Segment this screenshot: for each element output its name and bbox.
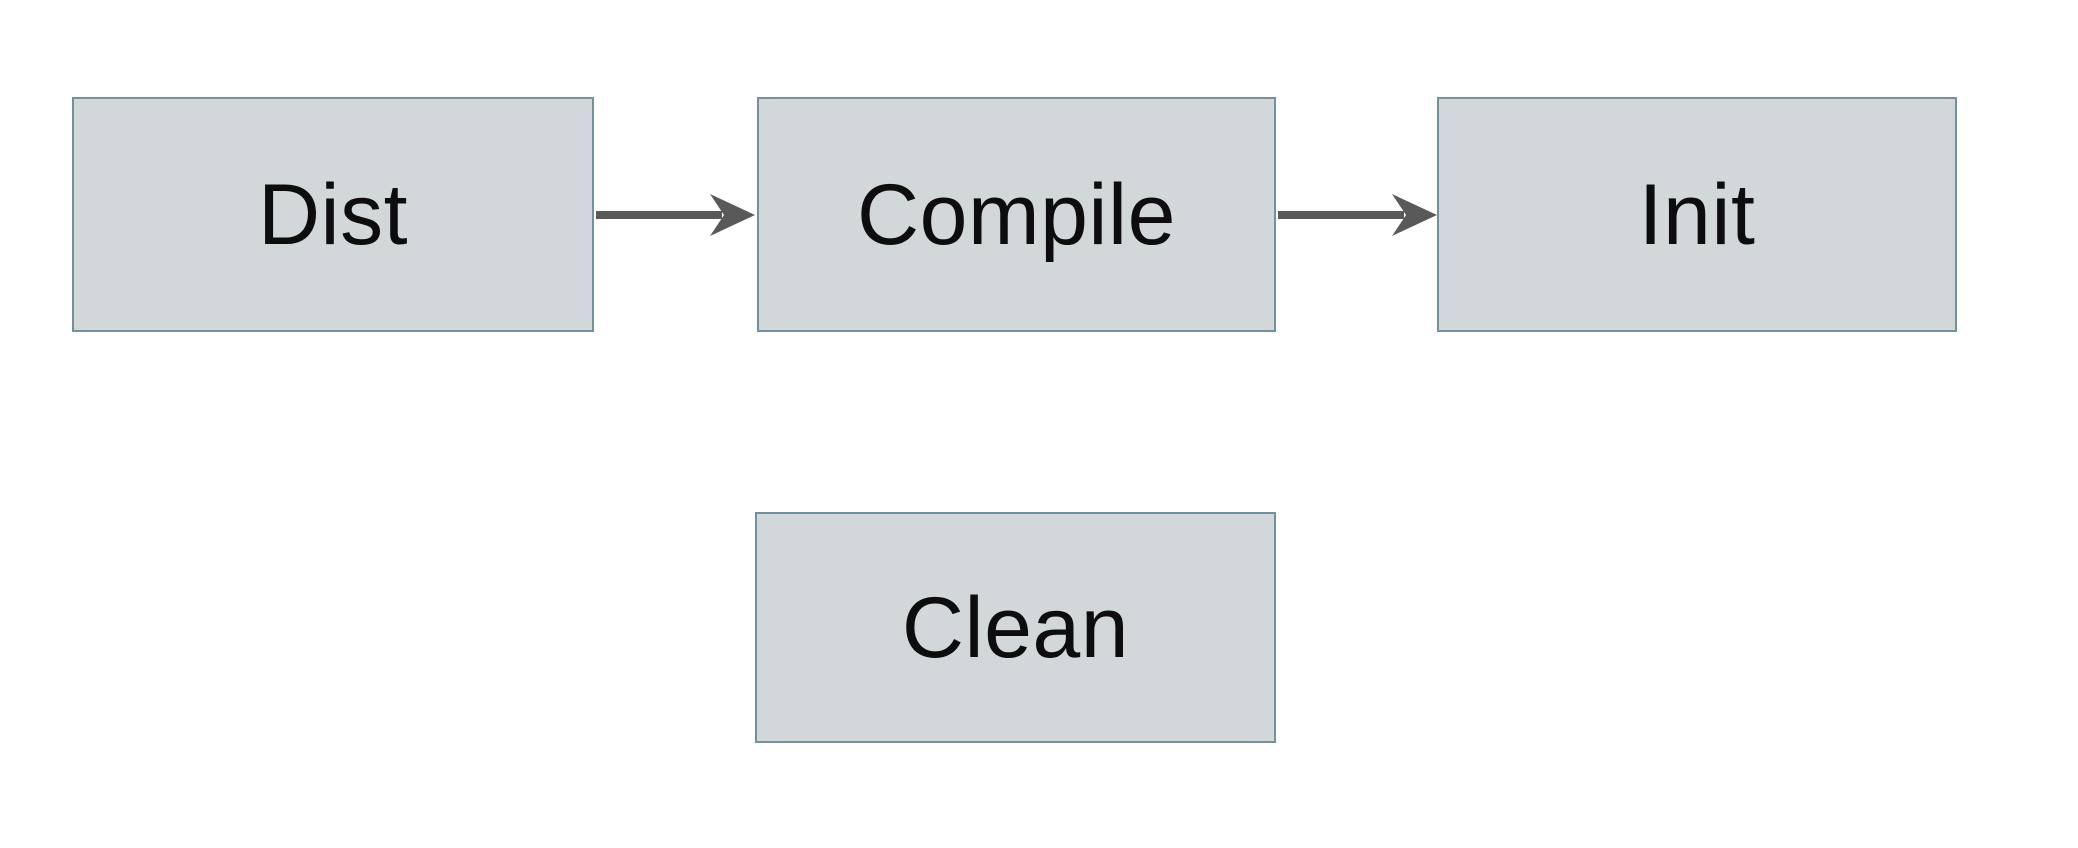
arrowhead-icon <box>710 194 755 236</box>
node-init: Init <box>1437 97 1957 332</box>
node-dist-label: Dist <box>257 166 409 263</box>
node-clean-label: Clean <box>901 579 1130 676</box>
node-compile-label: Compile <box>857 166 1176 263</box>
arrow-dist-to-compile <box>596 194 755 236</box>
arrowhead-icon <box>1392 194 1437 236</box>
node-dist: Dist <box>72 97 594 332</box>
arrow-compile-to-init <box>1278 194 1437 236</box>
node-clean: Clean <box>755 512 1276 743</box>
node-compile: Compile <box>757 97 1276 332</box>
node-init-label: Init <box>1638 166 1756 263</box>
